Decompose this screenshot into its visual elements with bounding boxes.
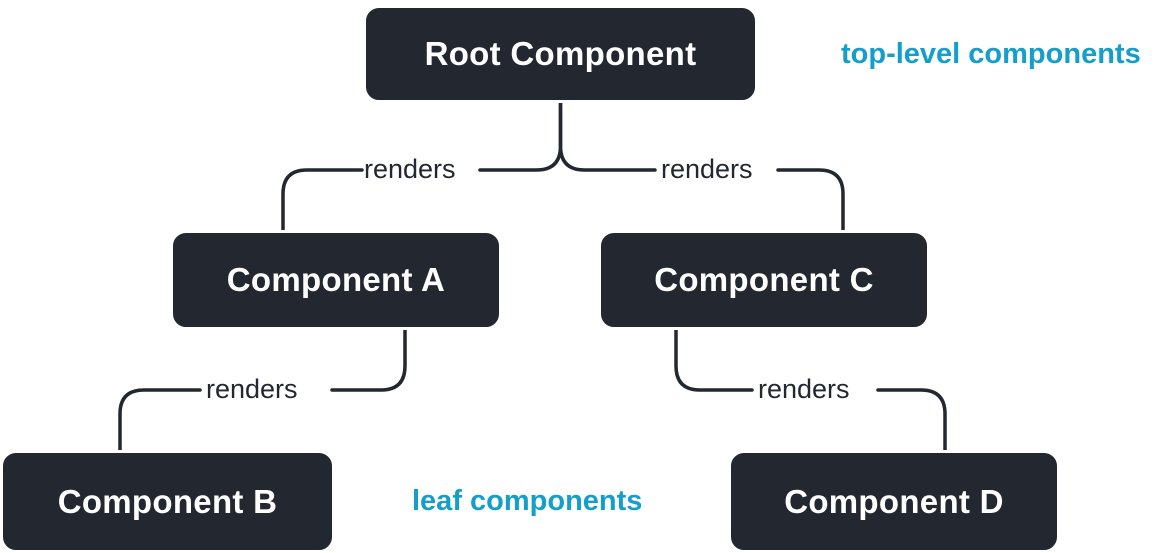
edge-label-c-renders-d: renders <box>758 374 850 404</box>
annotation-leaf-components: leaf components <box>412 485 643 517</box>
node-component-c-label: Component C <box>654 261 874 298</box>
node-component-c: Component C <box>598 230 930 330</box>
node-component-b-label: Component B <box>57 482 278 520</box>
edge-label-root-renders-c: renders <box>661 154 753 184</box>
node-component-b: Component B <box>0 450 335 553</box>
node-root-component-label: Root Component <box>424 35 697 72</box>
node-root-component: Root Component <box>363 5 758 103</box>
node-component-d-label: Component D <box>784 482 1004 520</box>
edge-label-root-renders-a: renders <box>364 154 456 184</box>
annotation-top-level-components: top-level components <box>841 38 1141 70</box>
node-component-a: Component A <box>170 230 502 330</box>
edge-label-a-renders-b: renders <box>206 374 298 404</box>
node-component-a-label: Component A <box>226 261 446 298</box>
node-component-d: Component D <box>728 450 1060 553</box>
